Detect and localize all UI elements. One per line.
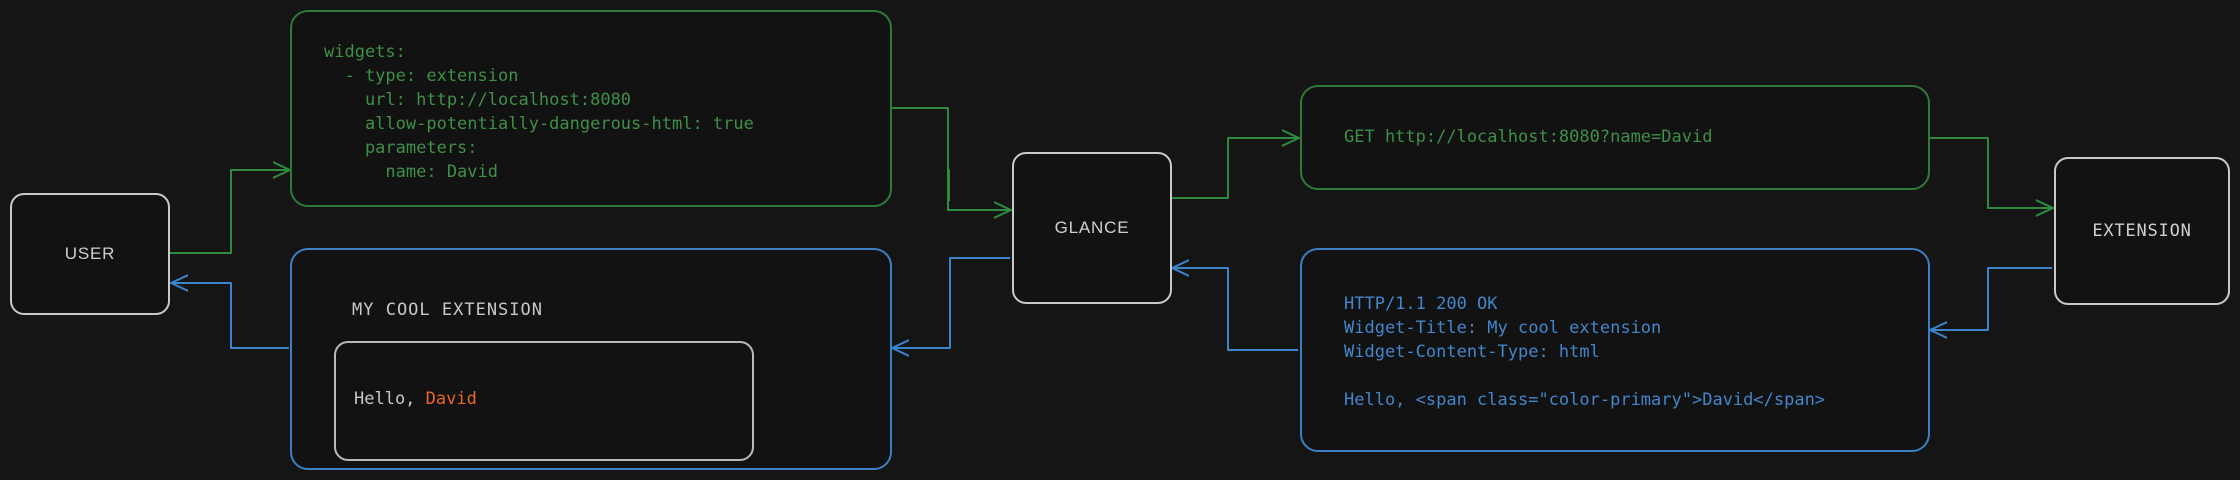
wire-extension-to-response — [1931, 267, 2052, 330]
http-response-code: HTTP/1.1 200 OK Widget-Title: My cool ex… — [1344, 294, 1826, 410]
wire-glance-to-request — [1172, 138, 1298, 199]
widget-greeting-text: Hello, — [354, 389, 426, 409]
wire-config-to-glance — [892, 107, 950, 201]
widget-card-text: Hello, David — [354, 389, 477, 409]
yaml-config-box: widgets: - type: extension url: http://l… — [290, 10, 892, 207]
rendered-widget-box: MY COOL EXTENSION Hello, David — [290, 248, 892, 470]
node-user-label: USER — [64, 244, 116, 263]
widget-card: Hello, David — [334, 341, 754, 461]
yaml-config-code: widgets: - type: extension url: http://l… — [324, 42, 754, 182]
wire-response-to-glance — [1173, 268, 1298, 351]
wire-glance-to-widget — [893, 257, 1010, 348]
wire-widget-to-user — [172, 283, 289, 349]
widget-title: MY COOL EXTENSION — [352, 300, 543, 320]
http-request-box: GET http://localhost:8080?name=David — [1300, 85, 1930, 190]
node-user[interactable]: USER — [10, 193, 170, 315]
wire-request-to-extension — [1930, 137, 2052, 208]
wire-user-to-config — [170, 170, 289, 254]
widget-accent-name: David — [425, 389, 477, 409]
node-extension-label: EXTENSION — [2092, 221, 2192, 241]
node-glance[interactable]: GLANCE — [1012, 152, 1172, 304]
wire-config-to-glance-b — [892, 107, 1010, 210]
http-request-code: GET http://localhost:8080?name=David — [1344, 127, 1713, 147]
node-extension[interactable]: EXTENSION — [2054, 157, 2230, 305]
node-glance-label: GLANCE — [1054, 218, 1130, 237]
http-response-box: HTTP/1.1 200 OK Widget-Title: My cool ex… — [1300, 248, 1930, 452]
